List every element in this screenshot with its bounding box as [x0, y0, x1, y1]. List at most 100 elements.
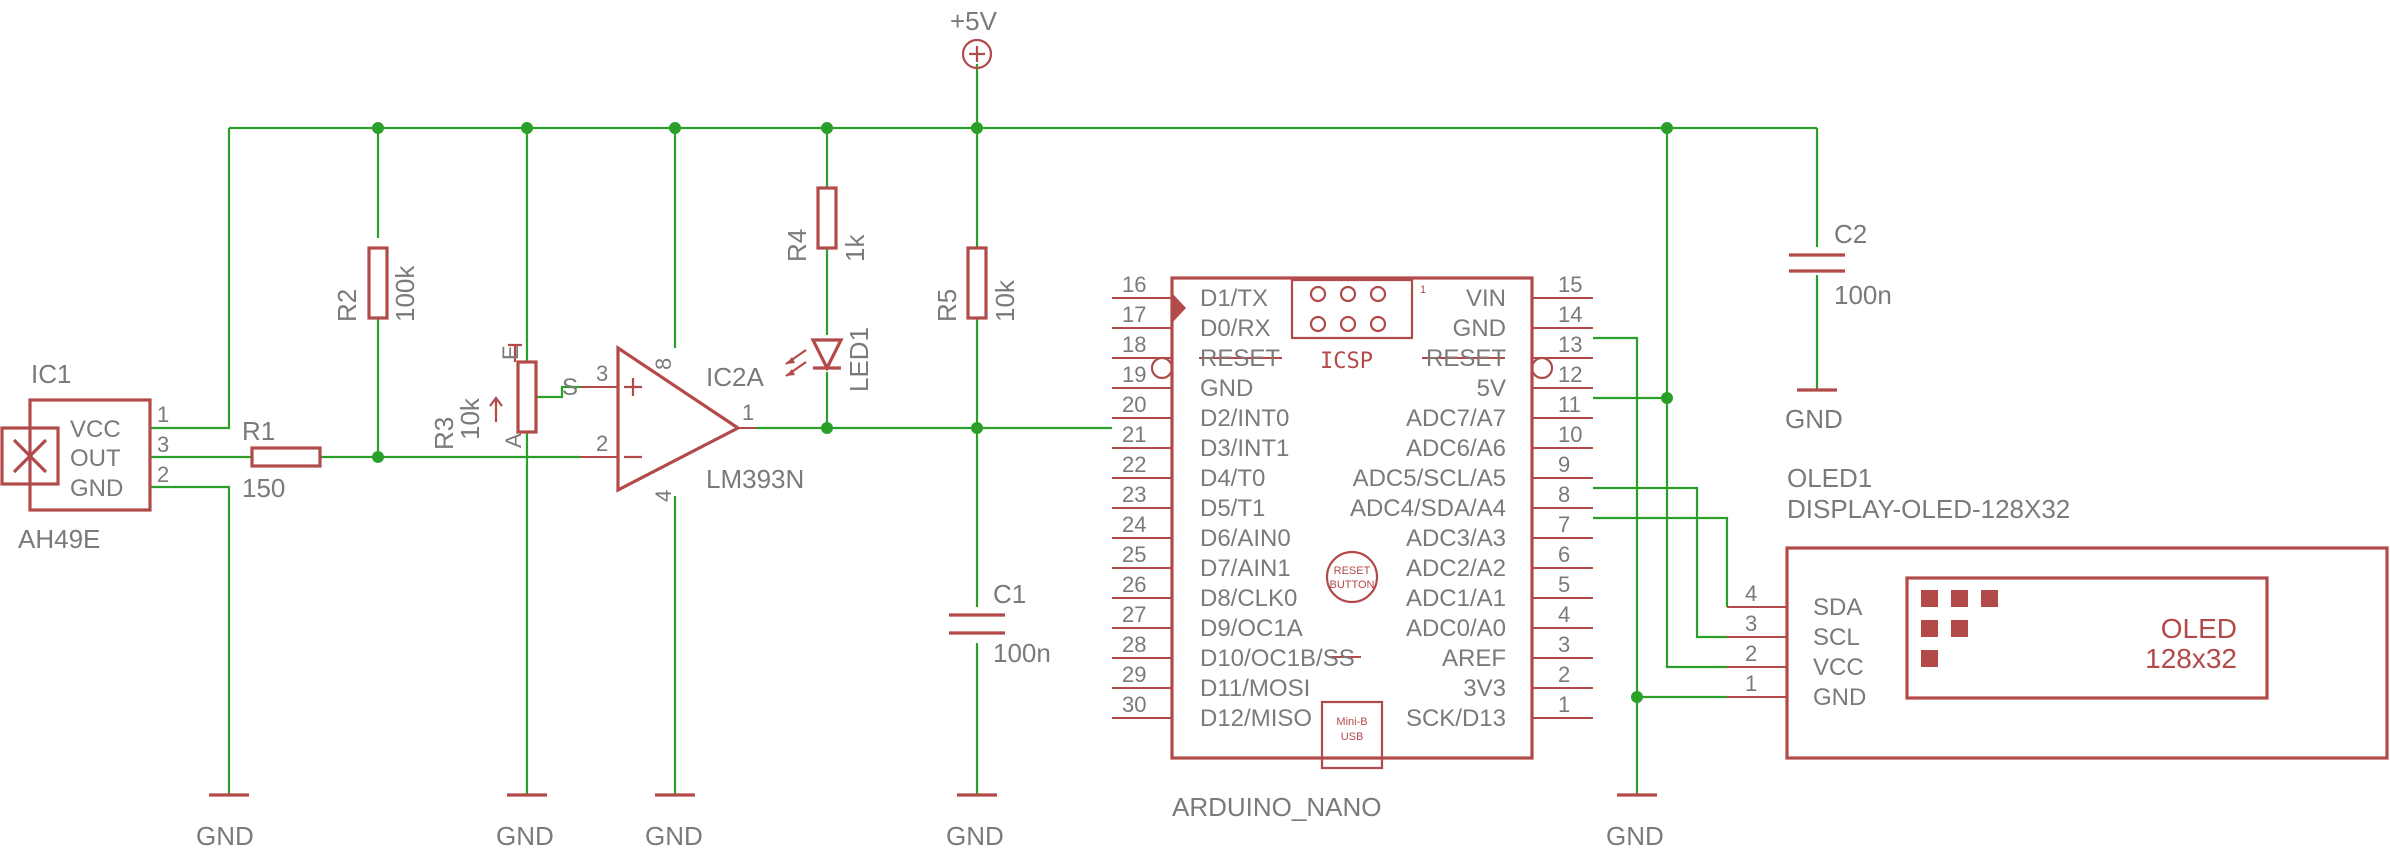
- arduino-pin-number: 5: [1558, 572, 1570, 597]
- junction-dots: [372, 122, 1673, 703]
- ground-label: GND: [496, 821, 554, 851]
- arduino-pin-number: 28: [1122, 632, 1146, 657]
- oled-screen-text: 128x32: [2145, 643, 2237, 674]
- ic1-hall-sensor: IC1 AH49E VCC OUT GND 1 3 2: [0, 359, 169, 554]
- arduino-pin-number: 13: [1558, 332, 1582, 357]
- resistor-r5: R5 10k: [932, 246, 1020, 322]
- c1-name: C1: [993, 579, 1026, 609]
- ground-symbol-ic1: GND: [196, 793, 254, 851]
- arduino-pin-number: 20: [1122, 392, 1146, 417]
- arduino-pin-number: 16: [1122, 272, 1146, 297]
- arduino-nano: ICSP 1 RESET BUTTON Mini-B USB 16D1/TX17…: [1112, 272, 1593, 822]
- ground-symbol-r3: GND: [496, 793, 554, 851]
- arduino-pin-label: D1/TX: [1200, 285, 1268, 312]
- arduino-pin-label: RESET: [1200, 345, 1280, 372]
- arduino-pin-label: VIN: [1466, 285, 1506, 312]
- arduino-pin-label: D2/INT0: [1200, 405, 1289, 432]
- r3-name: R3: [429, 417, 459, 450]
- led-led1: LED1: [785, 327, 874, 392]
- ground-symbol-oled: GND: [1606, 793, 1664, 851]
- arduino-pin-number: 24: [1122, 512, 1146, 537]
- arduino-pin-label: D6/AIN0: [1200, 525, 1291, 552]
- arduino-pin-label: RESET: [1426, 345, 1506, 372]
- arduino-pin-label: D4/T0: [1200, 465, 1265, 492]
- capacitor-c1: C1 100n: [949, 579, 1051, 668]
- arduino-pin-number: 29: [1122, 662, 1146, 687]
- ground-label: GND: [196, 821, 254, 851]
- oled-pin-number: 2: [1745, 641, 1757, 666]
- arduino-pin-label: D5/T1: [1200, 495, 1265, 522]
- c2-name: C2: [1834, 219, 1867, 249]
- arduino-pin-number: 4: [1558, 602, 1570, 627]
- arduino-pin-label: ADC0/A0: [1406, 615, 1506, 642]
- arduino-name: ARDUINO_NANO: [1172, 792, 1381, 822]
- arduino-pin-label: 3V3: [1463, 675, 1506, 702]
- arduino-pin-number: 11: [1558, 392, 1581, 417]
- arduino-pin-number: 3: [1558, 632, 1570, 657]
- arduino-pin-number: 1: [1558, 692, 1570, 717]
- c1-value: 100n: [993, 638, 1051, 668]
- oled-pin-label: GND: [1813, 684, 1866, 711]
- supply-5v-symbol: +5V: [950, 6, 998, 70]
- arduino-pin-number: 17: [1122, 302, 1146, 327]
- ic1-value: AH49E: [18, 524, 100, 554]
- arduino-pin-number: 14: [1558, 302, 1582, 327]
- ic1-pin-label: OUT: [70, 445, 121, 472]
- arduino-pin-label: GND: [1453, 315, 1506, 342]
- oled-screen-text: OLED: [2161, 613, 2237, 644]
- arduino-pin-label: ADC5/SCL/A5: [1353, 465, 1506, 492]
- oled-pin-number: 3: [1745, 611, 1757, 636]
- r3-pin-s: S: [562, 374, 578, 401]
- oled-name: OLED1: [1787, 463, 1872, 493]
- oled-pin-label: SDA: [1813, 594, 1862, 621]
- led1-name: LED1: [844, 327, 874, 392]
- arduino-pin-label: ADC6/A6: [1406, 435, 1506, 462]
- arduino-pin-number: 15: [1558, 272, 1582, 297]
- r4-name: R4: [782, 229, 812, 262]
- r4-value: 1k: [840, 234, 870, 262]
- supply-label: +5V: [950, 6, 998, 36]
- ic2a-pin-number: 3: [596, 361, 608, 386]
- arduino-pin-label: AREF: [1442, 645, 1506, 672]
- arduino-pin-label: 5V: [1477, 375, 1506, 402]
- r3-value: 10k: [455, 397, 485, 440]
- ic2a-pin-number: 8: [651, 358, 676, 370]
- ic1-pin-label: GND: [70, 475, 123, 502]
- arduino-pin-label: D7/AIN1: [1200, 555, 1291, 582]
- r2-name: R2: [332, 289, 362, 322]
- resistor-r4: R4 1k: [782, 186, 870, 262]
- arduino-pin-number: 22: [1122, 452, 1146, 477]
- arduino-pin-number: 23: [1122, 482, 1146, 507]
- arduino-pin-label: GND: [1200, 375, 1253, 402]
- arduino-pin-label: ADC3/A3: [1406, 525, 1506, 552]
- ground-label: GND: [1785, 404, 1843, 434]
- icsp-label: ICSP: [1320, 349, 1373, 374]
- ic2a-pin-number: 2: [596, 431, 608, 456]
- ic1-name: IC1: [31, 359, 71, 389]
- reset-button-label: RESET: [1334, 565, 1371, 577]
- arduino-pin-label: D8/CLK0: [1200, 585, 1297, 612]
- arduino-pin-label: D10/OC1B/SS: [1200, 645, 1355, 672]
- r1-value: 150: [242, 473, 285, 503]
- icsp-header: [1290, 278, 1414, 340]
- arduino-pin-label: D11/MOSI: [1200, 675, 1310, 702]
- oled-screen: [1905, 576, 2269, 700]
- ic1-pin-number: 3: [157, 432, 169, 457]
- resistor-r2: R2 100k: [332, 246, 420, 322]
- c2-value: 100n: [1834, 280, 1892, 310]
- capacitor-c2: C2 100n: [1789, 219, 1892, 310]
- oled-pixel-icon: [1921, 590, 1998, 667]
- arduino-pin-label: ADC4/SDA/A4: [1350, 495, 1506, 522]
- ground-label: GND: [1606, 821, 1664, 851]
- r3-pin-e: E: [498, 345, 523, 360]
- usb-connector: [1320, 700, 1384, 770]
- arduino-pin-number: 21: [1122, 422, 1146, 447]
- icsp-pin1: 1: [1420, 284, 1426, 296]
- arduino-pin-label: ADC2/A2: [1406, 555, 1506, 582]
- ground-label: GND: [645, 821, 703, 851]
- comparator-ic2a: 3 2 1 8 4 IC2A LM393N: [580, 345, 804, 502]
- reset-button-label: BUTTON: [1329, 579, 1374, 591]
